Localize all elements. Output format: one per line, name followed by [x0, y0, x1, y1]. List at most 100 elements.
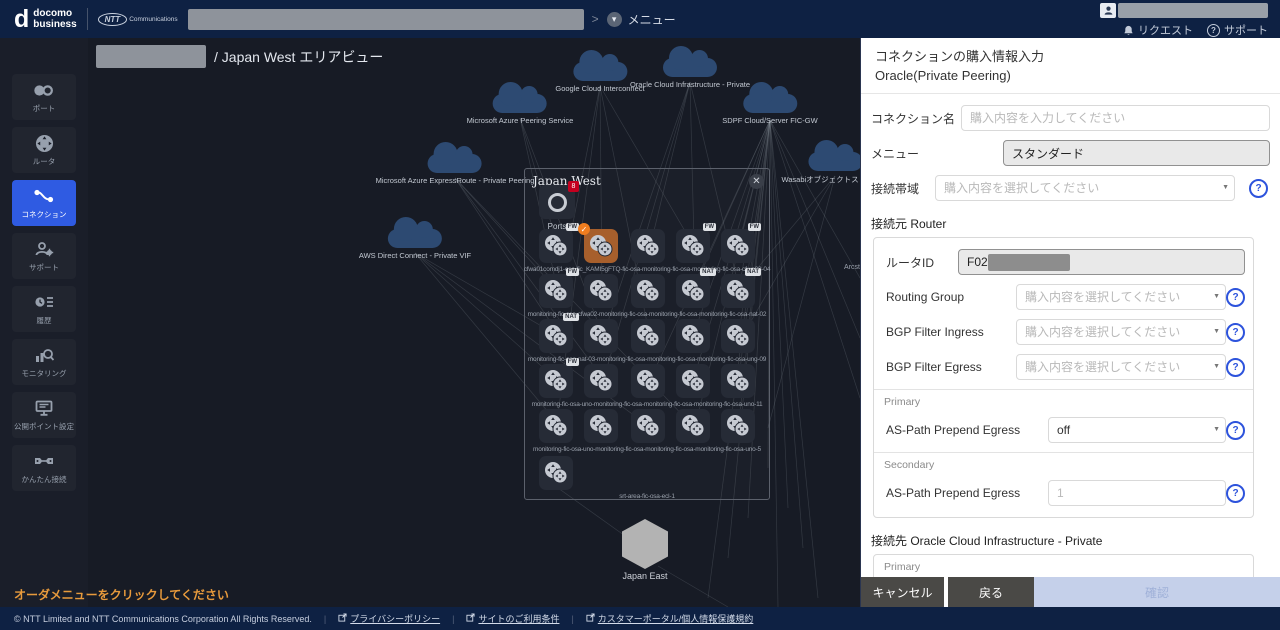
- external-link-icon: [586, 613, 595, 624]
- sidebar-item-history[interactable]: 履歴: [12, 286, 76, 332]
- help-icon[interactable]: ?: [1249, 178, 1268, 198]
- confirm-button[interactable]: 確認: [1034, 577, 1280, 607]
- cloud-icon: [662, 46, 717, 77]
- account-chip[interactable]: [1100, 3, 1268, 18]
- router-node[interactable]: [539, 456, 573, 490]
- sidebar-item-router[interactable]: ルータ: [12, 127, 76, 173]
- router-node[interactable]: [631, 274, 665, 308]
- router-node[interactable]: FW: [676, 223, 716, 263]
- router-node[interactable]: [676, 364, 710, 398]
- router-node[interactable]: ✓: [578, 223, 618, 263]
- router-node[interactable]: [584, 409, 618, 443]
- help-icon[interactable]: ?: [1226, 322, 1245, 342]
- close-icon[interactable]: ✕: [749, 174, 764, 189]
- redacted-tenant-name: [187, 8, 584, 30]
- footer-link[interactable]: サイトのご利用条件: [466, 612, 559, 625]
- ntt-logo-text: NTT: [97, 12, 128, 26]
- panel-header: コネクションの購入情報入力 Oracle(Private Peering): [861, 38, 1280, 94]
- router-node[interactable]: NAT: [539, 313, 579, 353]
- router-node[interactable]: [631, 319, 665, 353]
- cloud-node-sdpf-cloud-server-fic-gw[interactable]: SDPF Cloud/Server FIC-GW: [722, 78, 818, 125]
- routing-group-select[interactable]: 購入内容を選択してください ▼: [1016, 284, 1226, 310]
- primary-label: Primary: [884, 396, 921, 408]
- footer-link[interactable]: カスタマーポータル/個人情報保護規約: [586, 612, 753, 625]
- help-icon[interactable]: ?: [1226, 287, 1245, 307]
- secondary-label: Secondary: [884, 459, 935, 471]
- router-node[interactable]: [721, 319, 755, 353]
- cloud-node-microsoft-azure-expressroute-private-peering[interactable]: Microsoft Azure ExpressRoute - Private P…: [375, 138, 535, 185]
- support-icon: [34, 239, 54, 259]
- router-node[interactable]: [539, 409, 573, 443]
- support-button[interactable]: ? サポート: [1207, 22, 1268, 38]
- menu-field-label: メニュー: [871, 146, 920, 161]
- router-node[interactable]: [584, 274, 618, 308]
- menu-button[interactable]: ▾ メニュー: [606, 11, 676, 28]
- cancel-button[interactable]: キャンセル: [861, 577, 944, 607]
- router-node[interactable]: [584, 319, 618, 353]
- ports-node[interactable]: 8: [539, 181, 579, 219]
- router-node[interactable]: [631, 229, 665, 263]
- cloud-node-google-cloud-interconnect[interactable]: Google Cloud Interconnect: [555, 46, 645, 93]
- router-node[interactable]: [676, 409, 710, 443]
- router-node[interactable]: [721, 364, 755, 398]
- cloud-label: Microsoft Azure ExpressRoute - Private P…: [375, 176, 535, 185]
- router-node[interactable]: FW: [539, 358, 579, 398]
- cloud-node-oracle-cloud-infrastructure-private[interactable]: Oracle Cloud Infrastructure - Private: [630, 42, 750, 89]
- router-node[interactable]: FW: [539, 223, 579, 263]
- router-node[interactable]: NAT: [721, 268, 761, 308]
- sidebar-item-port[interactable]: ポート: [12, 74, 76, 120]
- top-bar: d docomo business NTT Communications > ▾…: [0, 0, 1280, 38]
- as-path-prepend-egress-secondary-input[interactable]: [1048, 480, 1226, 506]
- as-path-prepend-egress-primary-select[interactable]: off ▼: [1048, 417, 1226, 443]
- cloud-node-aws-direct-connect-private-vif[interactable]: AWS Direct Connect - Private VIF: [359, 213, 471, 260]
- sidebar-item-monitoring[interactable]: モニタリング: [12, 339, 76, 385]
- routing-group-placeholder: 購入内容を選択してください: [1025, 290, 1181, 304]
- ports-alert-badge: 8: [568, 181, 579, 192]
- sidebar-item-publish-point[interactable]: 公開ポイント設定: [12, 392, 76, 438]
- router-node[interactable]: [584, 364, 618, 398]
- sidebar-item-support[interactable]: サポート: [12, 233, 76, 279]
- node-row-label: cfwa01comdj1-osa-fic_KAMI5gFTQ-fic-osa-m…: [523, 266, 771, 273]
- connection-name-input[interactable]: [961, 105, 1270, 131]
- sidebar-item-label: ポート: [32, 104, 56, 113]
- router-node[interactable]: FW: [539, 268, 579, 308]
- redacted-account-name: [1118, 3, 1268, 18]
- router-node[interactable]: FW: [721, 223, 761, 263]
- panel-title: コネクションの購入情報入力: [875, 49, 1045, 64]
- sidebar-item-easy-connect[interactable]: かんたん接続: [12, 445, 76, 491]
- ports-label: Ports: [547, 222, 567, 231]
- bandwidth-label: 接続帯域: [871, 181, 920, 196]
- as-path-prepend-egress-secondary-label: AS-Path Prepend Egress: [886, 486, 1021, 500]
- router-node[interactable]: NAT: [676, 268, 716, 308]
- node-badge-nat: NAT: [563, 313, 579, 321]
- help-icon[interactable]: ?: [1226, 483, 1245, 503]
- footer-link[interactable]: プライバシーポリシー: [338, 612, 440, 625]
- connection-icon: [33, 186, 55, 206]
- as-path-primary-value: off: [1057, 423, 1071, 437]
- router-node[interactable]: [721, 409, 755, 443]
- bgp-filter-egress-select[interactable]: 購入内容を選択してください ▼: [1016, 354, 1226, 380]
- help-icon[interactable]: ?: [1226, 357, 1245, 377]
- ntt-communications-logo: NTT Communications: [97, 12, 178, 26]
- sidebar-item-label: コネクション: [21, 210, 67, 219]
- help-icon[interactable]: ?: [1226, 420, 1245, 440]
- button-gap: [944, 577, 948, 607]
- cloud-label: SDPF Cloud/Server FIC-GW: [722, 116, 818, 125]
- request-button[interactable]: リクエスト: [1123, 22, 1193, 38]
- sidebar-item-connection[interactable]: コネクション: [12, 180, 76, 226]
- node-row-label: monitoring-fic-osa-nat-03-monitoring-fic…: [527, 356, 767, 363]
- node-row-label: monitoring-fic-osa-uno-monitoring-fic-os…: [531, 401, 763, 408]
- bgp-filter-ingress-select[interactable]: 購入内容を選択してください ▼: [1016, 319, 1226, 345]
- source-router-group: ルータID Routing Group 購入内容を選択してください ▼ ? BG…: [873, 237, 1254, 518]
- bandwidth-select[interactable]: 購入内容を選択してください ▼: [935, 175, 1235, 201]
- cloud-icon: [743, 82, 797, 113]
- back-button[interactable]: 戻る: [948, 577, 1034, 607]
- docomo-logo-icon: d: [14, 5, 30, 33]
- router-node[interactable]: [631, 364, 665, 398]
- cloud-node-microsoft-azure-peering-service[interactable]: Microsoft Azure Peering Service: [467, 78, 573, 125]
- router-node[interactable]: [676, 319, 710, 353]
- source-router-heading: 接続元 Router: [871, 217, 947, 231]
- cloud-node-wasabi-object-storage[interactable]: Wasabiオブジェクトストレージ: [781, 136, 860, 185]
- router-node[interactable]: [631, 409, 665, 443]
- cloud-label: Wasabiオブジェクトストレージ: [781, 175, 860, 184]
